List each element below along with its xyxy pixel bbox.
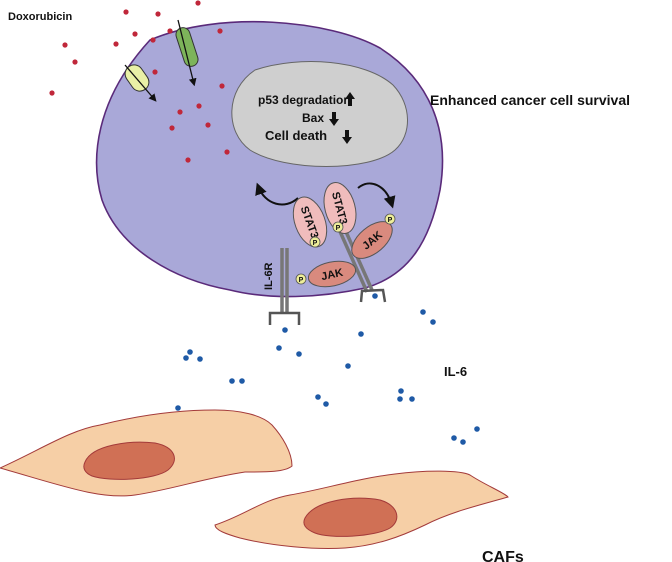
nucleus-text: p53 degradation Bax Cell death <box>258 92 355 144</box>
transporter-yellow <box>124 64 157 102</box>
doxorubicin-molecules <box>49 0 230 163</box>
arrow-down-icon <box>342 130 352 144</box>
nucleus <box>231 61 408 167</box>
label-cafs: CAFs <box>482 549 524 562</box>
phospho-badge: P <box>384 213 396 225</box>
curved-arrow-left <box>255 182 299 206</box>
phospho-groups: P P P P <box>295 213 396 285</box>
phospho-badge: P <box>295 273 307 285</box>
phospho-badge: P <box>332 221 344 233</box>
stat3-left: STAT3 <box>292 196 328 248</box>
jak-right: JAK <box>351 221 393 259</box>
label-il6r: IL-6R <box>263 262 275 290</box>
nucleus-line-cell-death: Cell death <box>265 128 327 143</box>
stat3-right: STAT3 <box>323 182 357 234</box>
label-outcome: Enhanced cancer cell survival <box>430 92 630 108</box>
svg-text:P: P <box>299 277 304 284</box>
caf-1 <box>0 409 293 497</box>
arrow-up-icon <box>345 92 355 106</box>
arrow-down-icon <box>329 112 339 126</box>
nucleus-line-bax: Bax <box>302 111 324 125</box>
jak-label: JAK <box>320 267 344 283</box>
svg-text:P: P <box>388 217 393 224</box>
il6-molecules <box>175 293 480 445</box>
label-il6: IL-6 <box>444 364 467 379</box>
curved-arrow-right <box>357 182 396 209</box>
svg-text:P: P <box>313 240 318 247</box>
transporter-green <box>175 19 199 87</box>
nucleus-line-p53: p53 degradation <box>258 93 351 107</box>
phospho-badge: P <box>309 236 321 248</box>
label-doxorubicin: Doxorubicin <box>8 11 72 23</box>
jak-bottom: JAK <box>307 260 357 288</box>
il6-receptor-left <box>268 248 301 325</box>
svg-text:P: P <box>336 225 341 232</box>
caf-2 <box>214 470 509 550</box>
